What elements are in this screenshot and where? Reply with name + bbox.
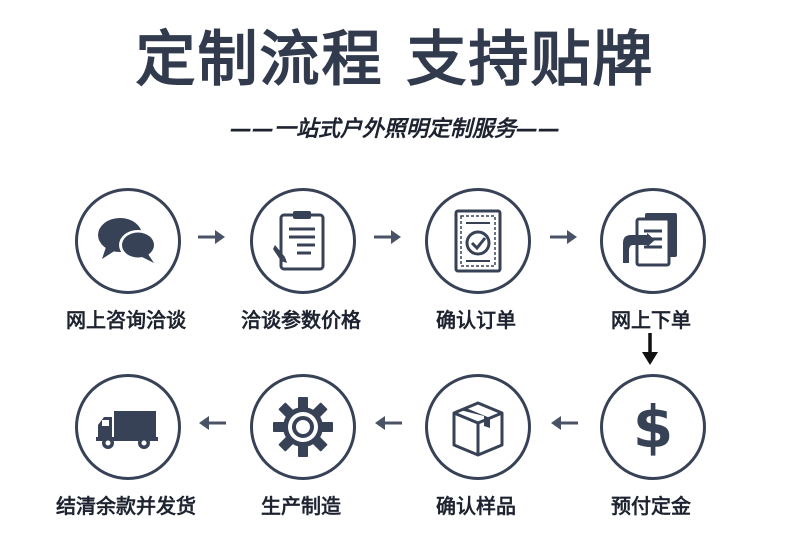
svg-text:$: $ bbox=[633, 393, 673, 461]
arrow-right-icon bbox=[196, 228, 228, 246]
step-circle bbox=[75, 374, 181, 480]
arrow-down-icon bbox=[641, 332, 659, 366]
certificate-check-icon bbox=[454, 209, 502, 273]
step-circle bbox=[600, 188, 706, 294]
step-circle: $ bbox=[600, 374, 706, 480]
step-label: 预付定金 bbox=[611, 494, 691, 518]
step-label: 生产制造 bbox=[261, 494, 341, 518]
arrow-right-icon bbox=[372, 228, 404, 246]
dollar-icon: $ bbox=[633, 393, 673, 461]
package-box-icon bbox=[452, 401, 504, 457]
step-circle bbox=[425, 188, 531, 294]
step-circle bbox=[425, 374, 531, 480]
documents-hand-icon bbox=[623, 213, 677, 267]
step-label: 网上下单 bbox=[611, 308, 691, 332]
chat-bubbles-icon bbox=[98, 218, 157, 263]
arrow-right-icon bbox=[548, 228, 580, 246]
step-label: 结清余款并发货 bbox=[56, 494, 196, 518]
arrow-left-icon bbox=[372, 414, 404, 432]
clipboard-pen-icon bbox=[273, 211, 325, 271]
step-label: 网上咨询洽谈 bbox=[66, 308, 186, 332]
page-title: 定制流程 支持贴牌 bbox=[135, 25, 655, 95]
delivery-truck-icon bbox=[96, 411, 158, 449]
step-circle bbox=[75, 188, 181, 294]
step-circle bbox=[250, 374, 356, 480]
step-circle bbox=[250, 188, 356, 294]
page-subtitle: ——一站式户外照明定制服务—— bbox=[229, 117, 560, 142]
arrow-left-icon bbox=[196, 414, 228, 432]
step-label: 确认样品 bbox=[436, 494, 516, 518]
arrow-left-icon bbox=[548, 414, 580, 432]
step-label: 洽谈参数价格 bbox=[241, 308, 361, 332]
step-label: 确认订单 bbox=[436, 308, 516, 332]
gear-icon bbox=[273, 397, 333, 457]
